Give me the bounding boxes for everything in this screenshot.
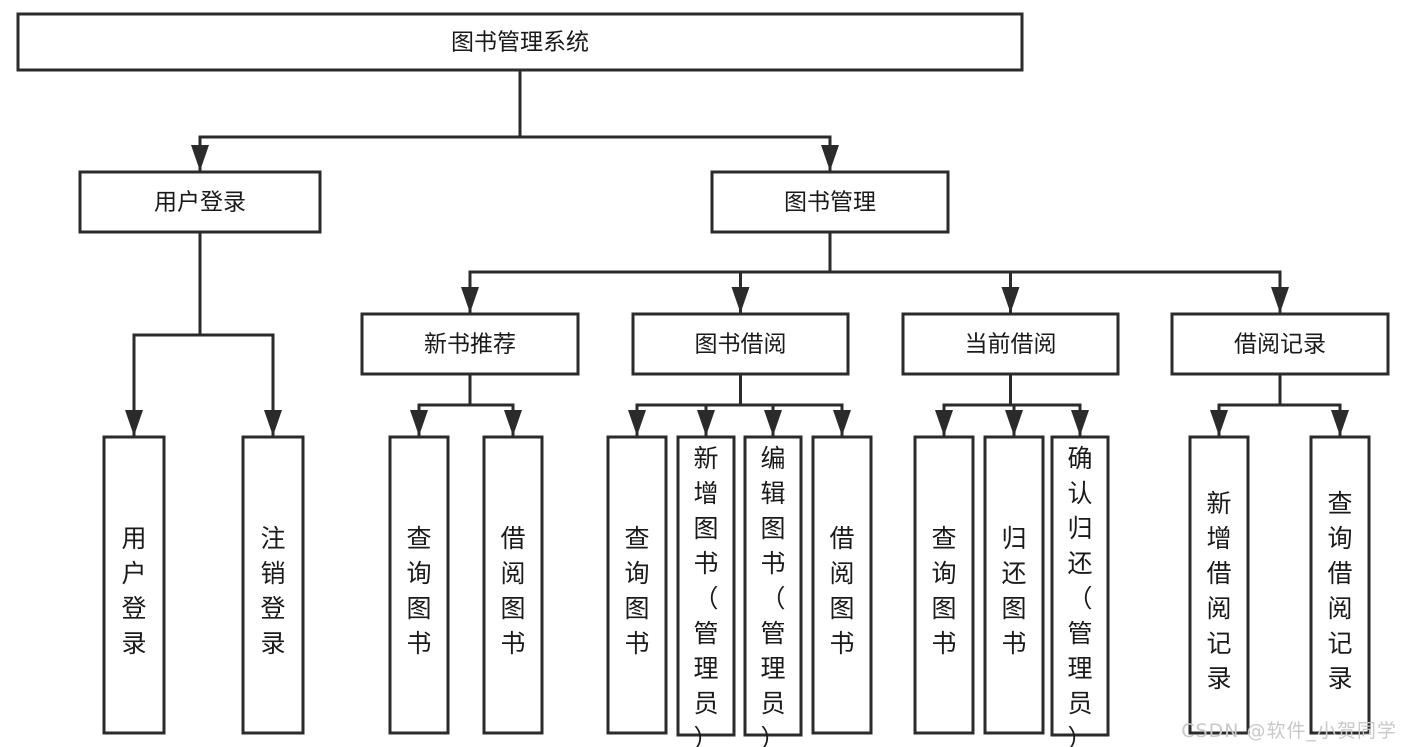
arrow-head-icon [191, 145, 209, 171]
arrow-head-icon [628, 410, 646, 436]
connector-layer [125, 68, 1349, 438]
arrow-head-icon [1331, 410, 1349, 436]
node-label: 借阅记录 [1234, 332, 1326, 358]
leaf-box [606, 435, 668, 735]
leaf-leaf-borrow-book-2[interactable]: 借阅图书 [811, 435, 873, 735]
leaf-leaf-user-login[interactable]: 用户登录 [102, 435, 166, 735]
node-book-manage[interactable]: 图书管理 [710, 170, 950, 234]
node-box [16, 12, 1024, 72]
arrow-head-icon [1210, 410, 1228, 436]
leaf-label: 借阅图书 [829, 524, 854, 658]
leaf-leaf-query-book-2[interactable]: 查询图书 [606, 435, 668, 735]
node-new-book-rec[interactable]: 新书推荐 [360, 312, 580, 376]
leaf-leaf-confirm-return[interactable]: 确认归还（管理员） [1050, 435, 1110, 747]
node-box [78, 170, 322, 234]
arrow-head-icon [461, 287, 479, 313]
leaf-box [241, 435, 305, 735]
arrow-head-icon [731, 287, 750, 313]
leaf-leaf-query-book-1[interactable]: 查询图书 [388, 435, 450, 735]
leaf-label: 查询图书 [406, 524, 431, 658]
leaf-leaf-add-record[interactable]: 新增借阅记录 [1188, 435, 1250, 735]
leaf-leaf-logout[interactable]: 注销登录 [241, 435, 305, 735]
node-box [631, 312, 850, 376]
leaf-box [482, 435, 544, 735]
arrow-head-icon [935, 410, 953, 436]
leaf-label: 编辑图书（管理员） [760, 444, 785, 747]
leaf-box [676, 435, 736, 737]
node-layer: 图书管理系统用户登录图书管理新书推荐图书借阅当前借阅借阅记录用户登录注销登录查询… [16, 12, 1390, 747]
node-label: 用户登录 [154, 190, 246, 216]
leaf-leaf-query-record[interactable]: 查询借阅记录 [1309, 435, 1371, 735]
leaf-box [1050, 435, 1110, 737]
arrow-head-icon [410, 410, 428, 436]
leaf-leaf-return-book[interactable]: 归还图书 [983, 435, 1045, 735]
leaf-leaf-add-book[interactable]: 新增图书（管理员） [676, 435, 736, 747]
leaf-label: 归还图书 [1001, 524, 1026, 658]
leaf-label: 确认归还（管理员） [1067, 444, 1092, 747]
leaf-label: 用户登录 [121, 524, 146, 658]
arrow-head-icon [1001, 287, 1020, 313]
leaf-box [388, 435, 450, 735]
node-box [710, 170, 950, 234]
leaf-leaf-borrow-book-1[interactable]: 借阅图书 [482, 435, 544, 735]
leaf-box [811, 435, 873, 735]
leaf-box [983, 435, 1045, 735]
arrow-head-icon [264, 410, 282, 436]
leaf-label: 查询图书 [624, 524, 649, 658]
arrow-head-icon [1271, 287, 1289, 313]
leaf-label: 查询图书 [931, 524, 956, 658]
leaf-label: 查询借阅记录 [1327, 489, 1352, 693]
arrow-head-icon [1005, 410, 1023, 436]
leaf-label: 注销登录 [260, 524, 285, 658]
leaf-box [1188, 435, 1250, 735]
leaf-box [913, 435, 975, 735]
node-label: 当前借阅 [965, 332, 1057, 358]
arrow-head-icon [697, 410, 715, 436]
leaf-box [1309, 435, 1371, 735]
leaf-label: 新增图书（管理员） [693, 444, 718, 747]
leaf-box [743, 435, 803, 737]
leaf-label: 新增借阅记录 [1206, 489, 1231, 693]
leaf-leaf-edit-book[interactable]: 编辑图书（管理员） [743, 435, 803, 747]
arrow-head-icon [504, 410, 522, 436]
node-borrow-record[interactable]: 借阅记录 [1170, 312, 1390, 376]
arrow-head-icon [764, 410, 782, 436]
node-box [901, 312, 1120, 376]
node-label: 新书推荐 [424, 332, 516, 358]
arrow-head-icon [821, 145, 839, 171]
leaf-label: 借阅图书 [500, 524, 525, 658]
node-root[interactable]: 图书管理系统 [16, 12, 1024, 72]
leaf-leaf-query-book-3[interactable]: 查询图书 [913, 435, 975, 735]
node-user-login[interactable]: 用户登录 [78, 170, 322, 234]
node-box [360, 312, 580, 376]
arrow-head-icon [833, 410, 851, 436]
node-label: 图书管理 [784, 190, 876, 216]
node-current-borrow[interactable]: 当前借阅 [901, 312, 1120, 376]
arrow-head-icon [1071, 410, 1089, 436]
arrow-head-icon [125, 410, 143, 436]
leaf-box [102, 435, 166, 735]
node-box [1170, 312, 1390, 376]
node-book-borrow[interactable]: 图书借阅 [631, 312, 850, 376]
node-label: 图书管理系统 [451, 30, 589, 56]
node-label: 图书借阅 [695, 332, 787, 358]
